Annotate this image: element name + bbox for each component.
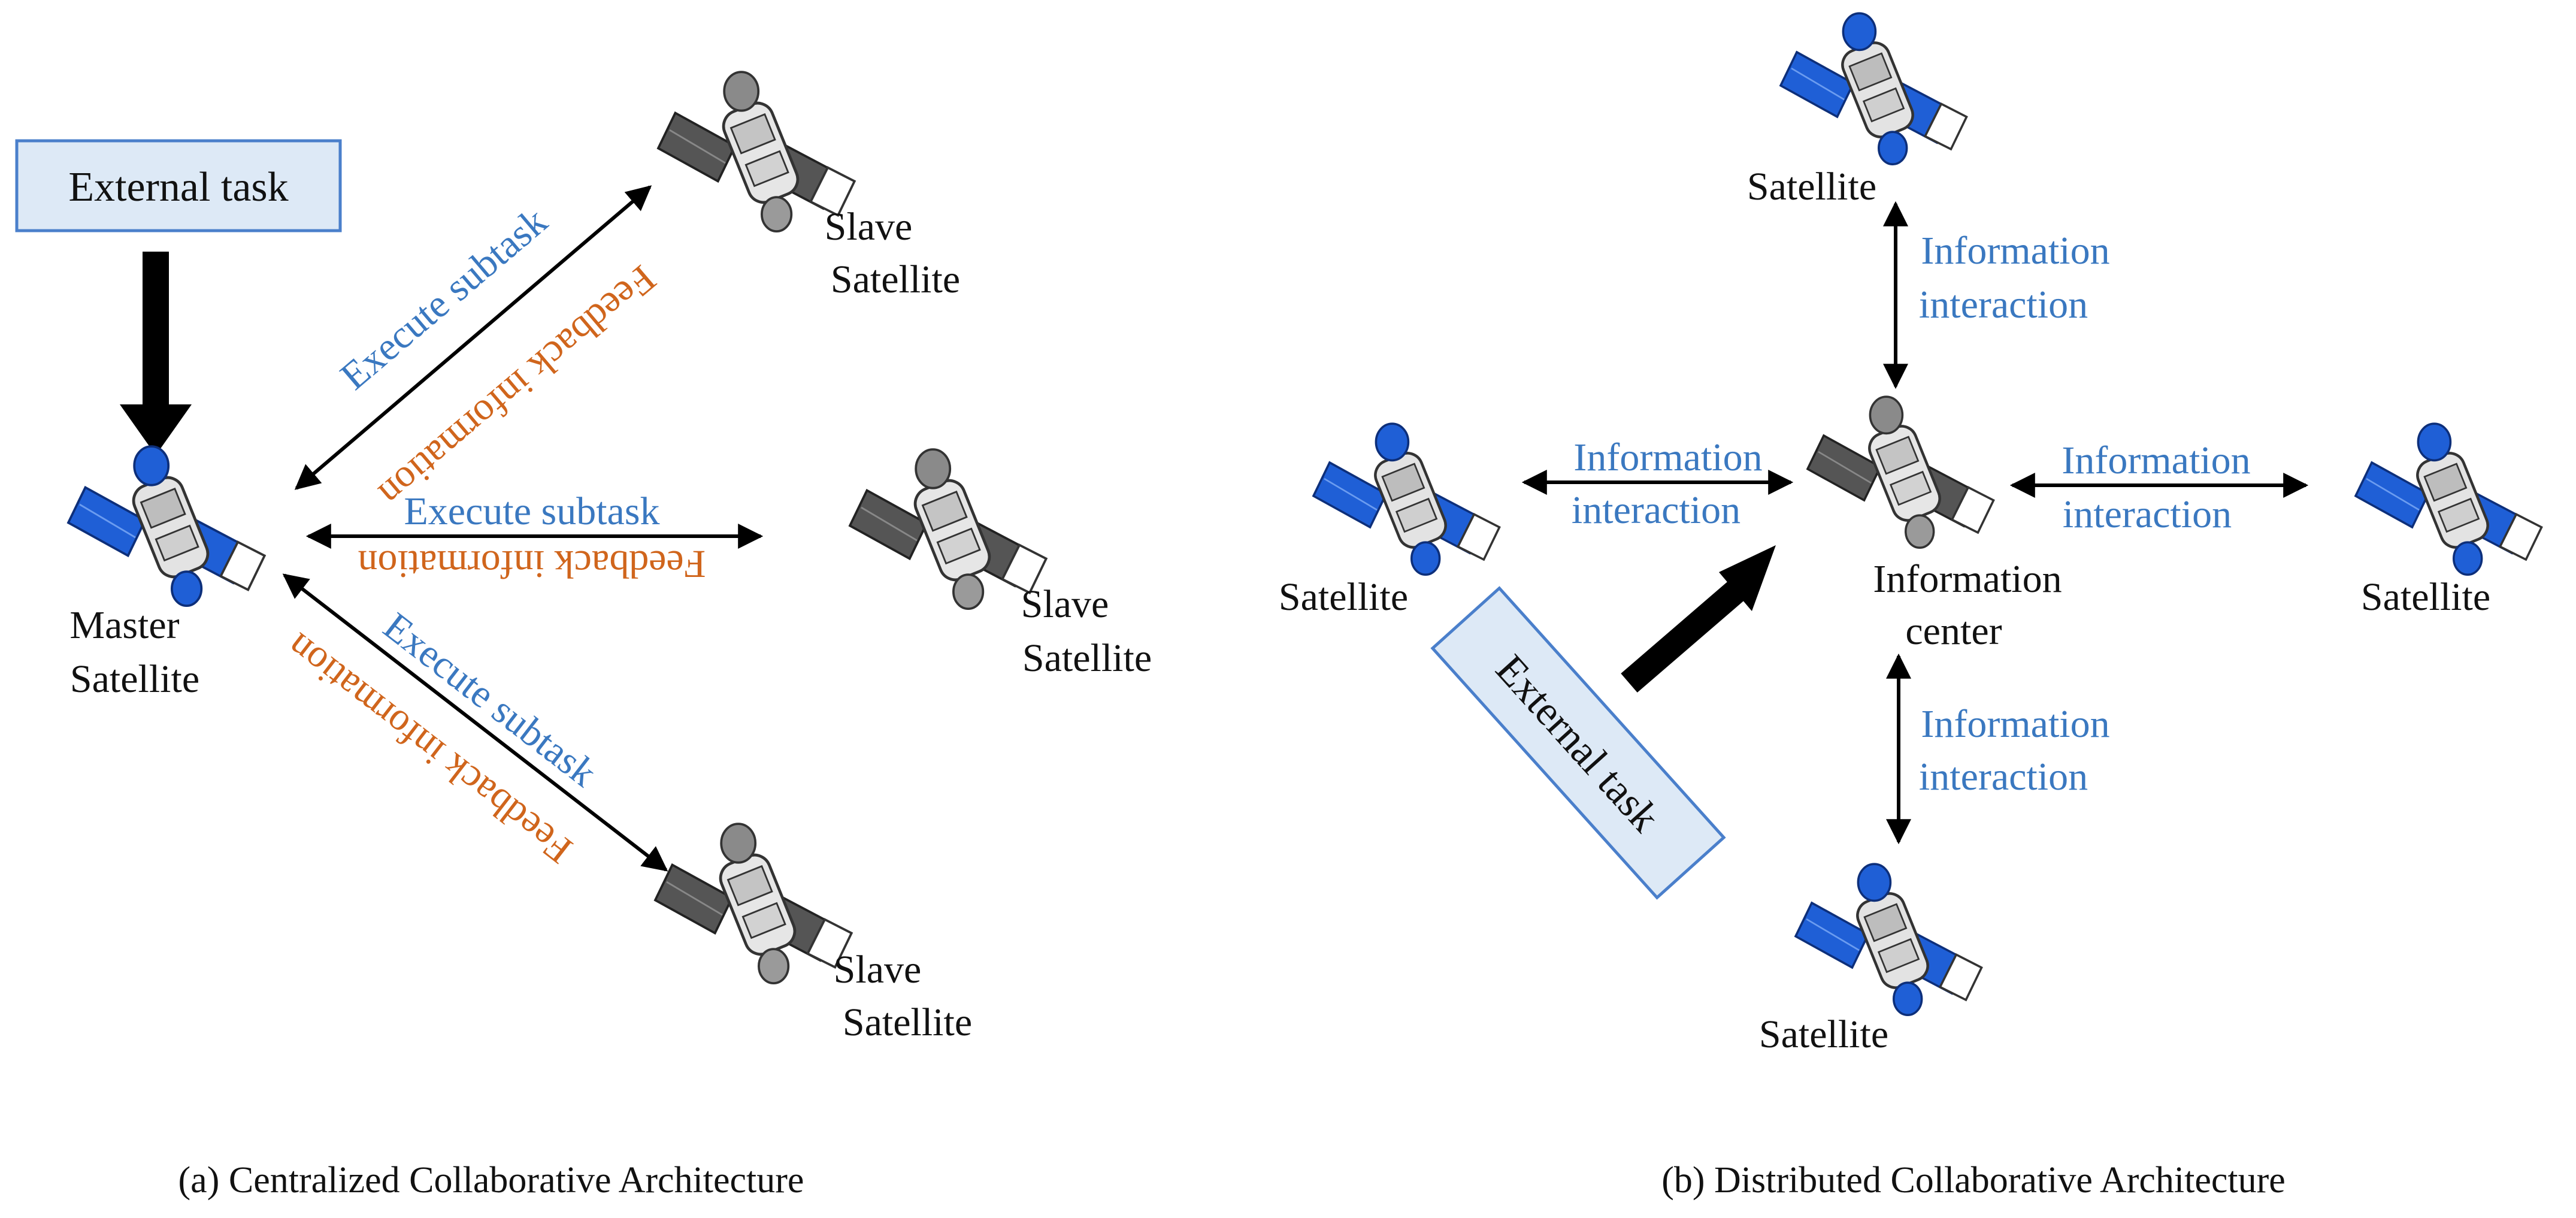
slave-satellite-1-label-line1: Slave xyxy=(825,205,913,249)
slave-satellite-2-icon xyxy=(850,449,1046,609)
distributed-architecture: Satellite Satellite Satellite Satellite … xyxy=(1279,13,2542,1201)
interaction-bottom-line2: interaction xyxy=(1919,755,2088,799)
execute-subtask-label-2: Execute subtask xyxy=(404,489,659,533)
feedback-information-label-2: Feedback information xyxy=(358,542,706,586)
interaction-right-line1: Information xyxy=(2062,439,2250,482)
link-master-slave-3 xyxy=(282,573,668,872)
interaction-left-line2: interaction xyxy=(1572,488,1740,532)
satellite-right-icon xyxy=(2356,424,2542,575)
master-satellite-label-line1: Master xyxy=(69,603,179,647)
slave-satellite-2-label-line1: Slave xyxy=(1021,582,1109,626)
satellite-top-icon xyxy=(1781,13,1967,164)
centralized-architecture: External task Master Satellite Slave Sat… xyxy=(15,72,1152,1201)
interaction-right-line2: interaction xyxy=(2063,492,2232,536)
caption-distributed: (b) Distributed Collaborative Architectu… xyxy=(1661,1160,2286,1201)
information-center-icon xyxy=(1808,397,1994,548)
external-task-box-a: External task xyxy=(15,139,342,232)
execute-subtask-label-3: Execute subtask xyxy=(376,605,605,796)
link-master-slave-1 xyxy=(294,185,652,490)
slave-satellite-3-label-line2: Satellite xyxy=(843,1001,972,1044)
interaction-top-line1: Information xyxy=(1921,229,2109,273)
interaction-top-line2: interaction xyxy=(1919,283,2088,327)
slave-satellite-1-label-line2: Satellite xyxy=(831,258,960,301)
interaction-bottom-line1: Information xyxy=(1921,702,2109,746)
caption-centralized: (a) Centralized Collaborative Architectu… xyxy=(178,1160,804,1201)
satellite-bottom-icon xyxy=(1796,864,1982,1015)
information-center-label-line2: center xyxy=(1905,609,2002,653)
information-center-label-line1: Information xyxy=(1873,557,2062,601)
satellite-left-icon xyxy=(1313,424,1500,575)
external-task-label-a: External task xyxy=(68,164,288,210)
satellite-top-label: Satellite xyxy=(1747,165,1876,208)
slave-satellite-3-icon xyxy=(655,824,852,983)
master-satellite-icon xyxy=(68,446,265,606)
master-satellite-label-line2: Satellite xyxy=(70,657,199,701)
interaction-left-line1: Information xyxy=(1573,436,1762,479)
satellite-bottom-label: Satellite xyxy=(1759,1013,1888,1056)
satellite-right-label: Satellite xyxy=(2361,575,2490,619)
task-input-arrow-b xyxy=(1621,545,1776,693)
task-input-arrow-a xyxy=(120,252,192,455)
slave-satellite-2-label-line2: Satellite xyxy=(1022,636,1152,680)
slave-satellite-3-label-line1: Slave xyxy=(834,948,922,992)
satellite-left-label: Satellite xyxy=(1279,575,1408,619)
